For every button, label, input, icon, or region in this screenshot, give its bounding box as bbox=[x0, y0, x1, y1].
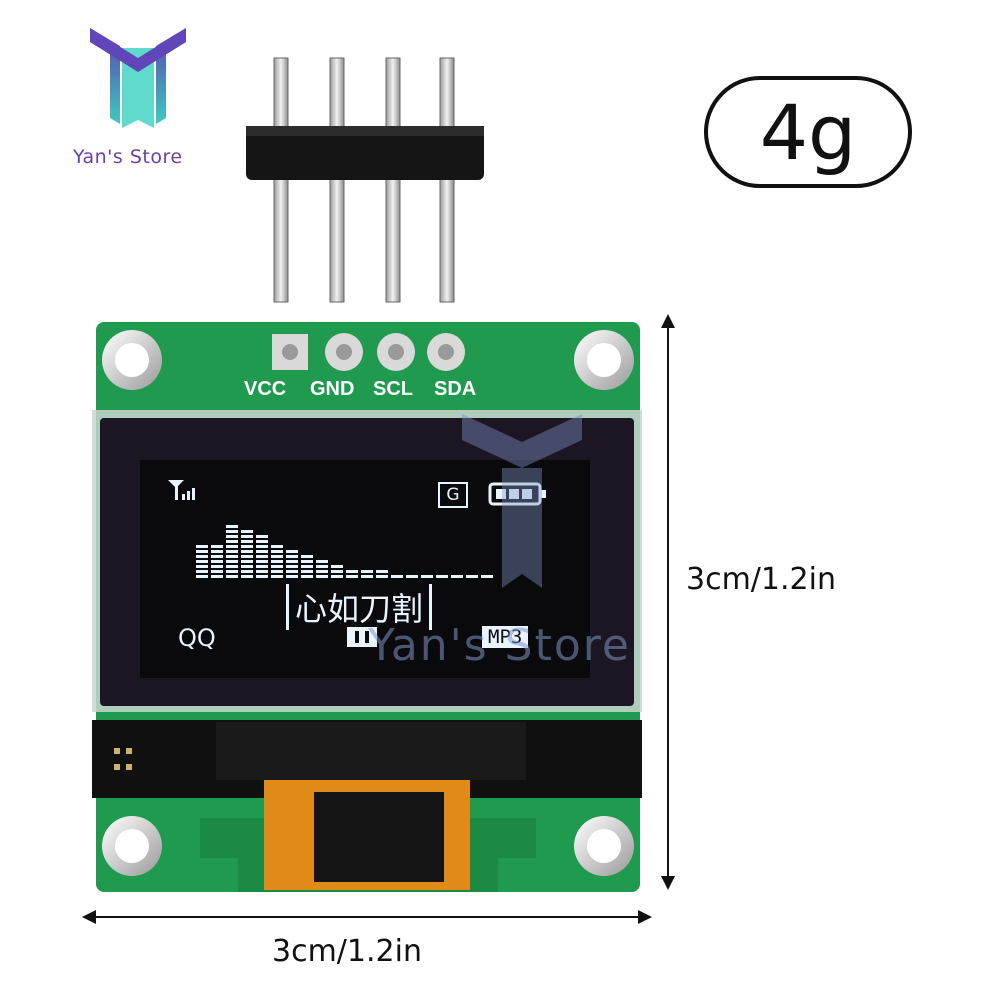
pin-header bbox=[246, 57, 484, 303]
mounting-holes bbox=[102, 330, 634, 876]
equalizer-bar bbox=[436, 575, 448, 578]
pin-label-gnd: GND bbox=[310, 378, 355, 400]
equalizer-bar bbox=[316, 560, 328, 578]
equalizer-bar bbox=[271, 545, 283, 578]
pin-label-vcc: VCC bbox=[244, 378, 287, 400]
equalizer-bar bbox=[346, 570, 358, 578]
song-title: 心如刀割 bbox=[286, 584, 433, 630]
equalizer-bar bbox=[226, 525, 238, 578]
height-dimension-arrow bbox=[661, 314, 675, 890]
equalizer-bar bbox=[421, 575, 433, 578]
watermark-logo bbox=[462, 414, 582, 588]
pin-label-scl: SCL bbox=[373, 378, 413, 400]
equalizer-bar bbox=[391, 575, 403, 578]
pin-label-sda: SDA bbox=[434, 378, 477, 400]
signal-icon bbox=[168, 480, 195, 500]
brand-name: Yan's Store bbox=[73, 146, 183, 168]
battery-icon bbox=[488, 482, 546, 506]
equalizer-bar bbox=[211, 545, 223, 578]
watermark-text: Yan's Store bbox=[368, 620, 631, 671]
width-dimension-arrow bbox=[82, 910, 652, 924]
app-label: QQ bbox=[178, 624, 216, 652]
solder-pads bbox=[272, 333, 465, 371]
equalizer-bar bbox=[451, 575, 463, 578]
equalizer-bar bbox=[361, 570, 373, 578]
equalizer-bar bbox=[376, 570, 388, 578]
pause-icon bbox=[347, 627, 377, 647]
width-dimension-label: 3cm/1.2in bbox=[272, 934, 422, 969]
weight-badge: 4g bbox=[704, 76, 912, 188]
equalizer-display bbox=[196, 525, 493, 578]
equalizer-bar bbox=[406, 575, 418, 578]
equalizer-bar bbox=[466, 575, 478, 578]
equalizer-bar bbox=[256, 535, 268, 578]
equalizer-bar bbox=[331, 565, 343, 578]
oled-module bbox=[92, 322, 642, 892]
equalizer-bar bbox=[301, 555, 313, 578]
equalizer-bar bbox=[286, 550, 298, 578]
equalizer-bar bbox=[481, 575, 493, 578]
format-label: MP3 bbox=[482, 626, 529, 648]
equalizer-bar bbox=[196, 545, 208, 578]
height-dimension-label: 3cm/1.2in bbox=[686, 562, 836, 597]
equalizer-bar bbox=[241, 530, 253, 578]
brand-logo bbox=[90, 28, 186, 128]
network-badge: G bbox=[438, 482, 468, 508]
